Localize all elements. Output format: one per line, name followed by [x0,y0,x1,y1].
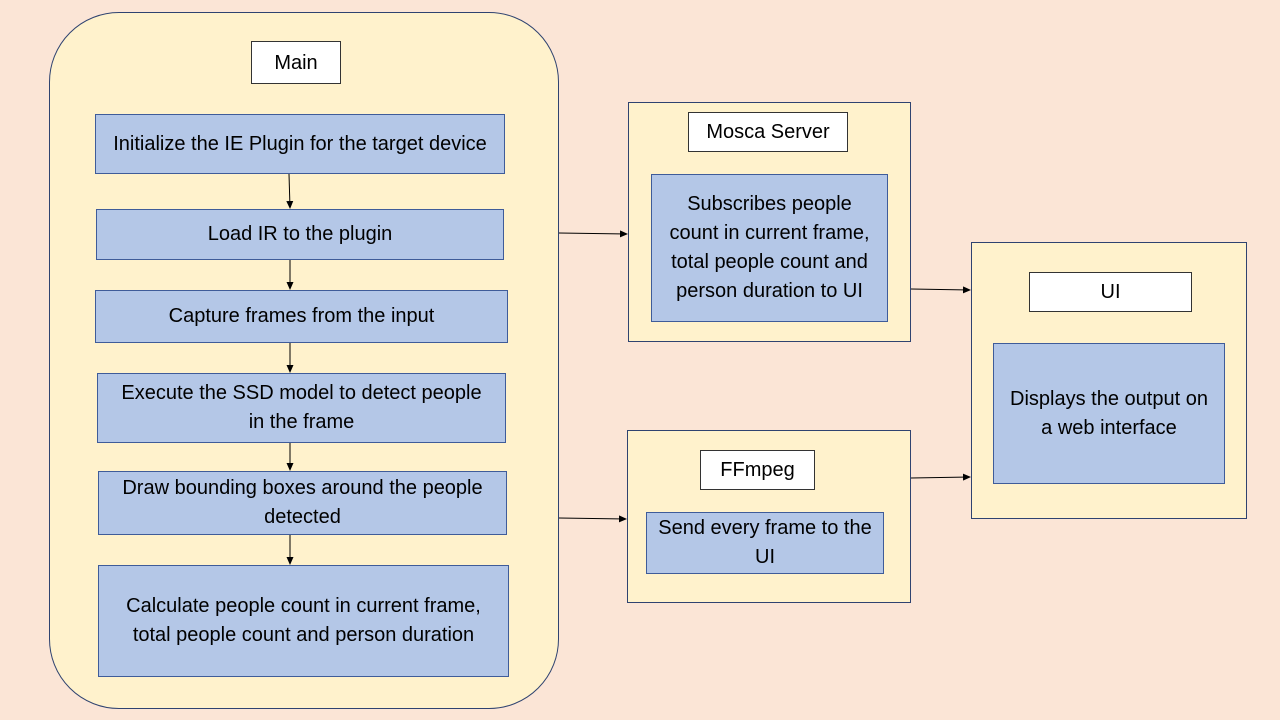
step-draw-boxes: Draw bounding boxes around the people de… [98,471,507,535]
step-initialize-plugin: Initialize the IE Plugin for the target … [95,114,505,174]
arrow-ffmpeg-to-ui [910,473,971,481]
ffmpeg-content: Send every frame to the UI [646,512,884,574]
step-calculate-count: Calculate people count in current frame,… [98,565,509,677]
ui-title: UI [1029,272,1192,312]
mosca-server-content: Subscribes people count in current frame… [651,174,888,322]
step-execute-ssd: Execute the SSD model to detect people i… [97,373,506,443]
step-load-ir: Load IR to the plugin [96,209,504,260]
arrow-main-to-ffmpeg [558,515,627,523]
ui-content: Displays the output on a web interface [993,343,1225,484]
arrow-mosca-to-ui [910,286,971,294]
arrow-main-to-mosca [558,230,628,238]
ffmpeg-title: FFmpeg [700,450,815,490]
step-capture-frames: Capture frames from the input [95,290,508,343]
mosca-server-title: Mosca Server [688,112,848,152]
main-title: Main [251,41,341,84]
